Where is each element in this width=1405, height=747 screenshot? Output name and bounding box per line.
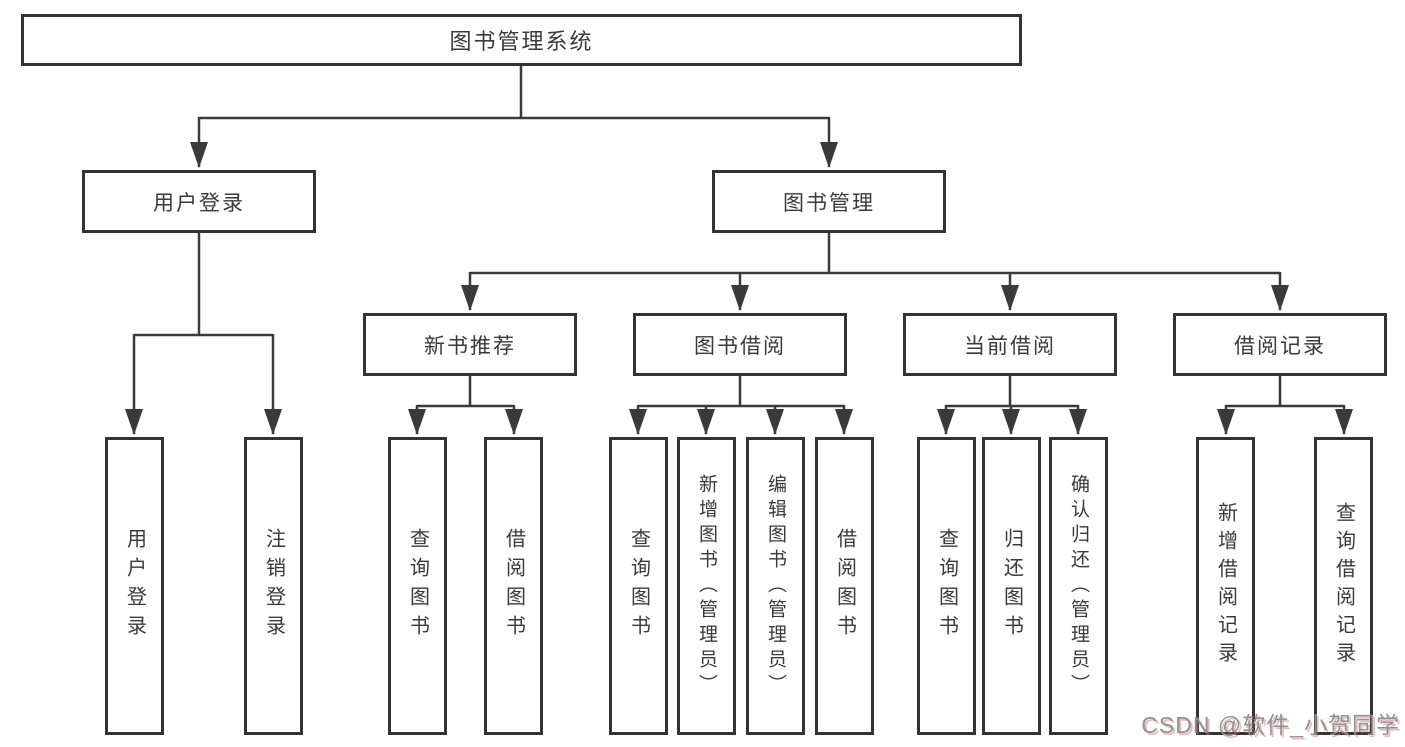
leaf-logout: 注销登录 xyxy=(244,437,303,735)
node-current-borrow: 当前借阅 xyxy=(903,313,1117,376)
leaf-return-books: 归还图书 xyxy=(982,437,1041,735)
leaf-add-borrow-record: 新增借阅记录 xyxy=(1196,437,1255,735)
node-book-borrow: 图书借阅 xyxy=(633,313,847,376)
leaf-query-books-current: 查询图书 xyxy=(917,437,976,735)
node-user-login: 用户登录 xyxy=(82,170,316,233)
leaf-borrow-books: 借阅图书 xyxy=(815,437,874,735)
node-new-book-recommend: 新书推荐 xyxy=(363,313,577,376)
leaf-query-books-recommend: 查询图书 xyxy=(388,437,447,735)
leaf-query-borrow-record: 查询借阅记录 xyxy=(1314,437,1373,735)
leaf-user-login: 用户登录 xyxy=(105,437,164,735)
node-root-system: 图书管理系统 xyxy=(21,14,1022,66)
leaf-borrow-books-recommend: 借阅图书 xyxy=(484,437,543,735)
node-book-management: 图书管理 xyxy=(712,170,946,233)
leaf-edit-books-admin: 编辑图书（管理员） xyxy=(746,437,805,735)
leaf-confirm-return-admin: 确认归还（管理员） xyxy=(1049,437,1108,735)
leaf-query-books-borrow: 查询图书 xyxy=(609,437,668,735)
node-borrow-records: 借阅记录 xyxy=(1173,313,1387,376)
leaf-add-books-admin: 新增图书（管理员） xyxy=(677,437,736,735)
